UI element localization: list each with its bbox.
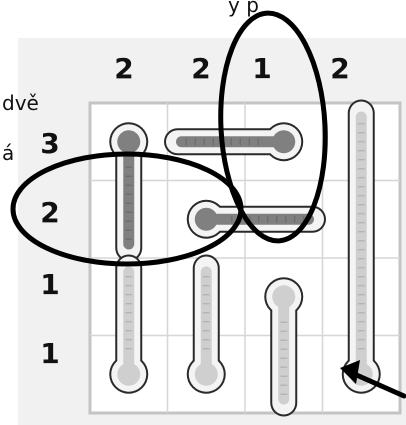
thermometer-layer bbox=[109, 99, 381, 417]
thermometer-bulb-fluid bbox=[117, 130, 141, 154]
row-clue-3: 1 bbox=[40, 268, 60, 301]
column-clue-2: 2 bbox=[191, 52, 211, 85]
thermometer-bulb-fluid bbox=[117, 362, 141, 386]
column-clue-3: 1 bbox=[252, 52, 272, 85]
row-clue-1: 3 bbox=[40, 127, 60, 160]
caption-top-fragment: y p bbox=[228, 0, 259, 17]
caption-left-line2: á bbox=[2, 141, 15, 165]
column-clue-1: 2 bbox=[114, 52, 134, 85]
thermometer-t2 bbox=[164, 122, 304, 162]
caption-left-line1: dvě bbox=[2, 91, 39, 115]
thermometer-t1 bbox=[109, 122, 149, 262]
arrow-head-icon bbox=[340, 360, 360, 384]
arrow-annotation bbox=[340, 360, 406, 399]
row-clue-4: 1 bbox=[40, 337, 60, 370]
thermometer-t6 bbox=[186, 254, 226, 394]
thermometer-bulb-fluid bbox=[194, 207, 218, 231]
thermometer-bulb-fluid bbox=[272, 285, 296, 309]
thermometer-t7 bbox=[264, 277, 304, 417]
thermometer-t5 bbox=[109, 254, 149, 394]
row-2-ellipse bbox=[10, 151, 244, 267]
thermometer-t3 bbox=[186, 199, 326, 239]
thermometer-bulb-fluid bbox=[272, 130, 296, 154]
row-clue-2: 2 bbox=[40, 196, 60, 229]
column-clue-4: 2 bbox=[330, 52, 350, 85]
thermometer-bulb-fluid bbox=[194, 362, 218, 386]
column-3-ellipse bbox=[218, 10, 328, 244]
